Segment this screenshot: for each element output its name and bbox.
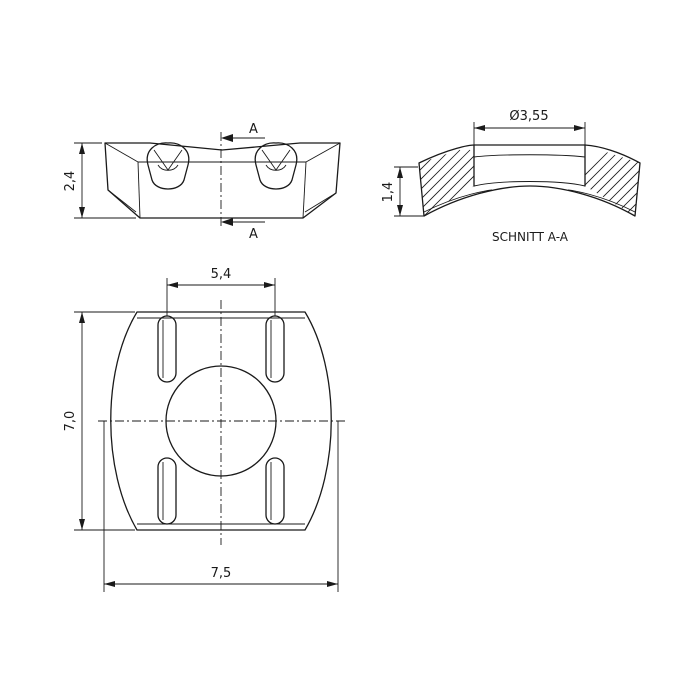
pin-top-left — [157, 315, 177, 383]
dimension-height-section — [394, 166, 424, 217]
pin-bottom-right — [265, 457, 285, 525]
dim-width-top-label: 7,5 — [211, 566, 232, 581]
pin-top-right — [265, 315, 285, 383]
dim-height-section-label: 1,4 — [381, 182, 396, 203]
dimension-height-top — [74, 311, 135, 531]
dimension-width-top — [103, 421, 339, 592]
dim-pin-spacing-label: 5,4 — [211, 267, 232, 282]
section-mark-top: A — [249, 122, 258, 137]
dim-height-top-label: 7,0 — [63, 411, 78, 432]
dim-height-front-label: 2,4 — [63, 171, 78, 192]
front-view — [104, 132, 341, 226]
top-view — [98, 300, 346, 545]
dimension-pin-spacing — [166, 278, 276, 316]
pin-bottom-left — [157, 457, 177, 525]
dim-diameter-label: Ø3,55 — [509, 109, 548, 124]
dimension-height-front — [74, 142, 136, 219]
section-mark-bottom: A — [249, 227, 258, 242]
section-title: SCHNITT A-A — [492, 230, 569, 244]
dimension-diameter — [473, 122, 586, 145]
